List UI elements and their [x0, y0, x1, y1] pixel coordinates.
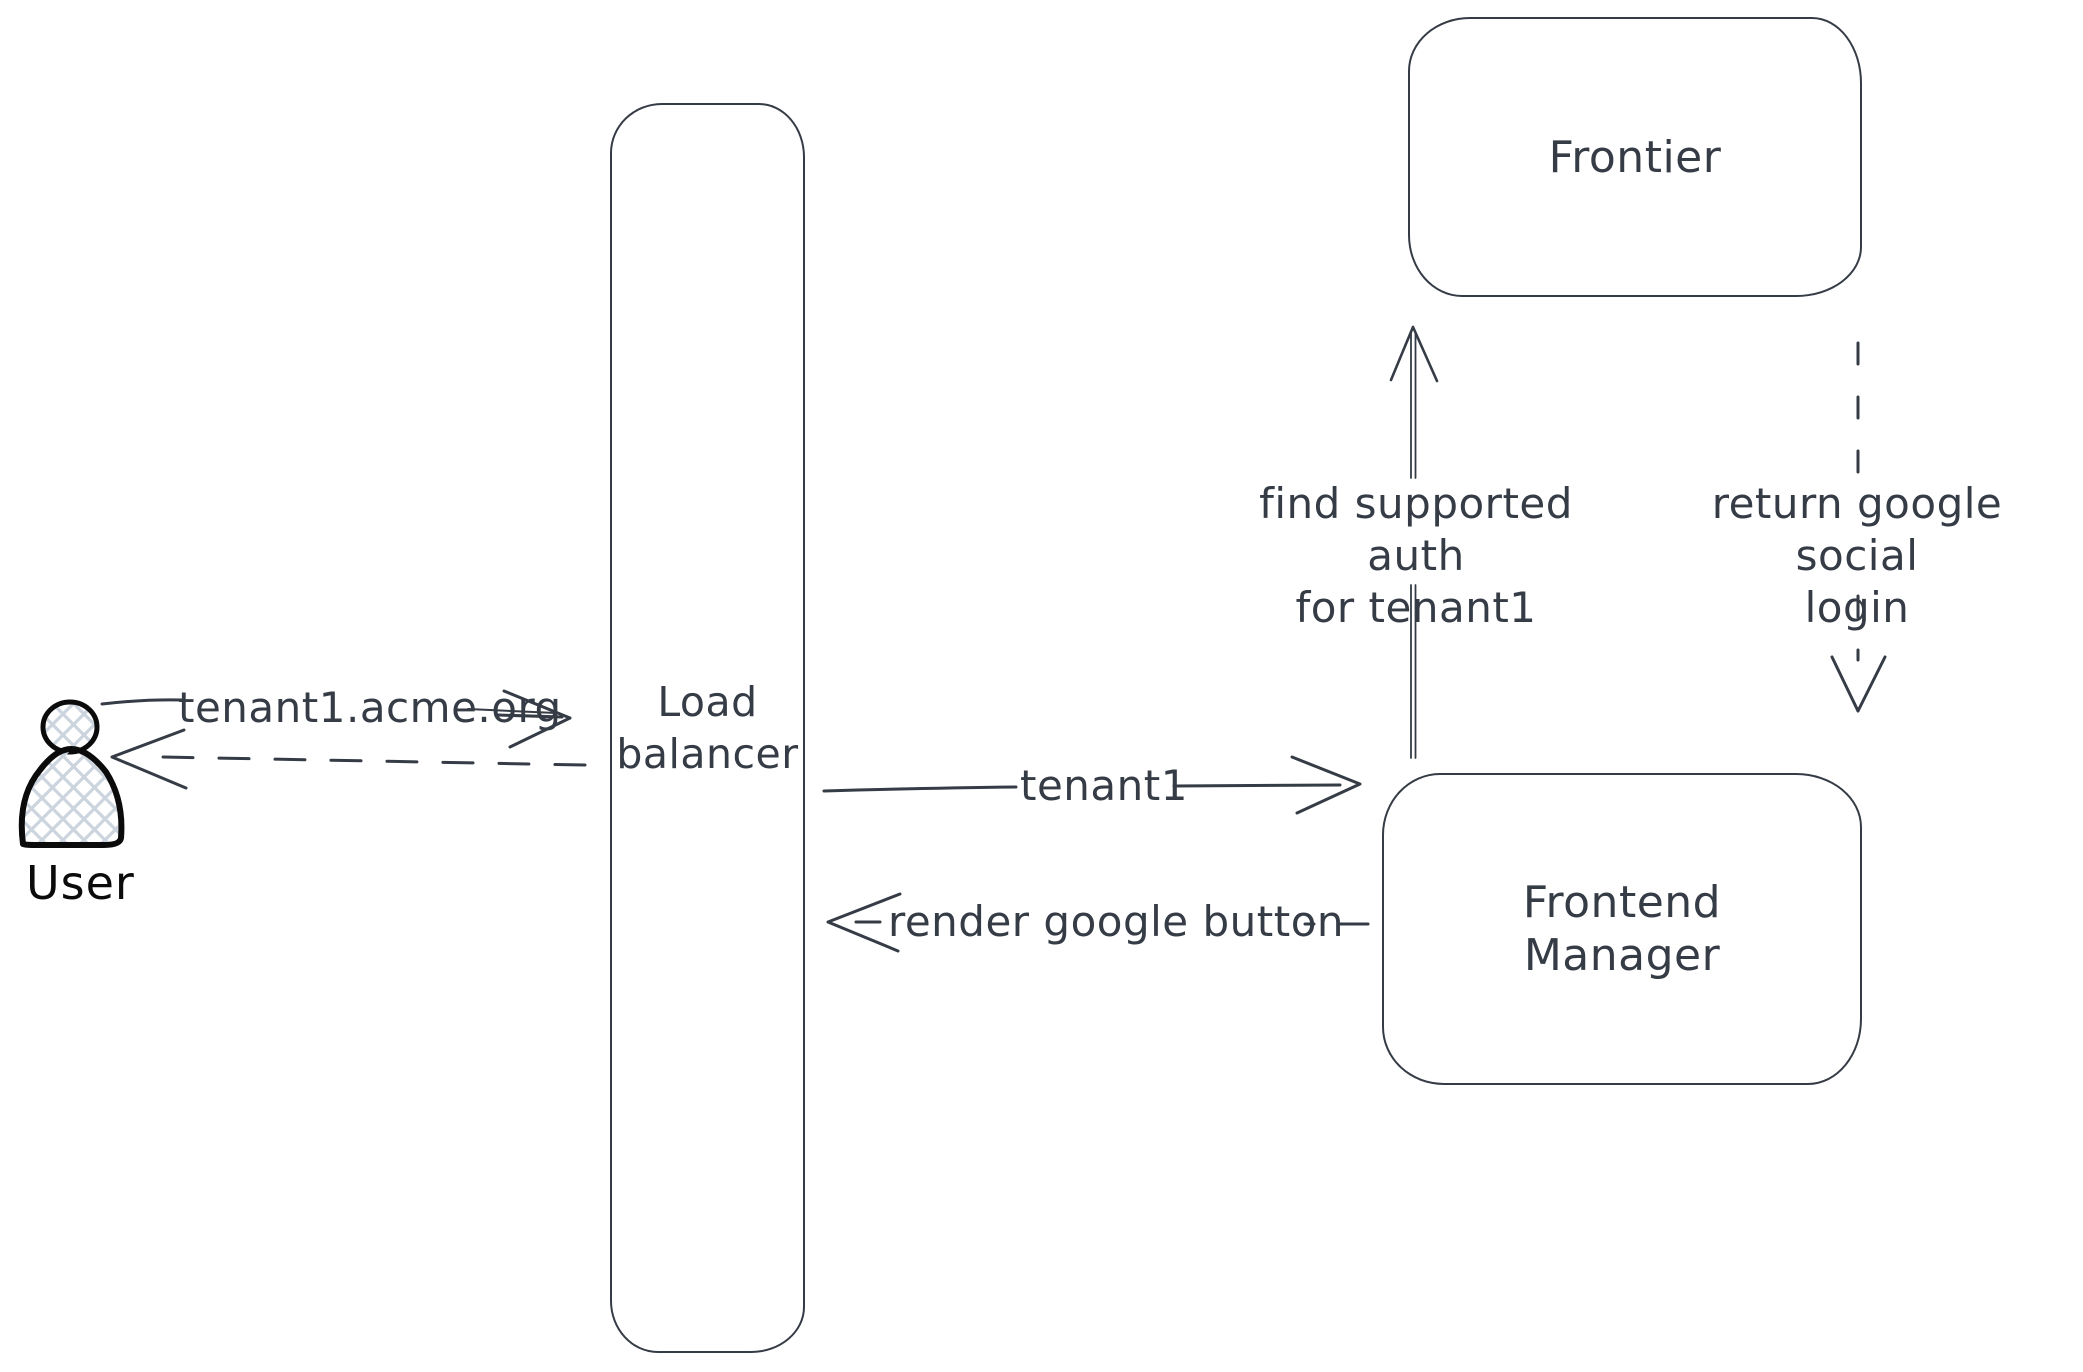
user-icon[interactable] — [18, 699, 125, 848]
edge-label-find-supported-auth[interactable]: find supported auth for tenant1 — [1206, 478, 1626, 634]
node-frontend-manager-label-line2: Manager — [1523, 930, 1721, 981]
arrow-frontier-return[interactable] — [1830, 341, 1887, 713]
node-load-balancer-label-line2: balancer — [616, 730, 799, 778]
edge-label-find-supported-auth-line1: find supported auth — [1259, 479, 1573, 580]
edge-label-find-supported-auth-line2: for tenant1 — [1295, 583, 1537, 632]
node-frontend-manager-label-line1: Frontend — [1522, 877, 1722, 928]
node-frontier[interactable]: Frontier — [1408, 17, 1862, 297]
node-load-balancer[interactable]: Load balancer — [610, 103, 805, 1353]
node-load-balancer-label-line1: Load — [657, 678, 758, 726]
arrow-loadbalancer-to-frontendmanager[interactable] — [822, 755, 1362, 815]
edge-label-user-to-loadbalancer[interactable]: tenant1.acme.org — [178, 683, 562, 732]
edge-label-return-google-social[interactable]: return google social login — [1645, 478, 2069, 634]
edge-label-loadbalancer-to-frontendmanager[interactable]: tenant1 — [1020, 761, 1188, 810]
arrow-loadbalancer-to-user[interactable] — [110, 728, 587, 790]
arrow-frontendmanager-to-loadbalancer[interactable] — [826, 892, 1370, 953]
edge-label-frontendmanager-to-loadbalancer[interactable]: render google button — [888, 897, 1345, 946]
arrow-frontendmanager-to-frontier[interactable] — [1389, 325, 1439, 759]
node-frontier-label: Frontier — [1548, 131, 1722, 183]
node-frontend-manager[interactable]: Frontend Manager — [1382, 773, 1862, 1085]
user-label: User — [26, 856, 135, 910]
edge-label-return-google-social-line1: return google social — [1711, 479, 2003, 580]
edge-label-return-google-social-line2: login — [1804, 583, 1910, 632]
arrow-user-to-loadbalancer[interactable] — [100, 689, 572, 749]
